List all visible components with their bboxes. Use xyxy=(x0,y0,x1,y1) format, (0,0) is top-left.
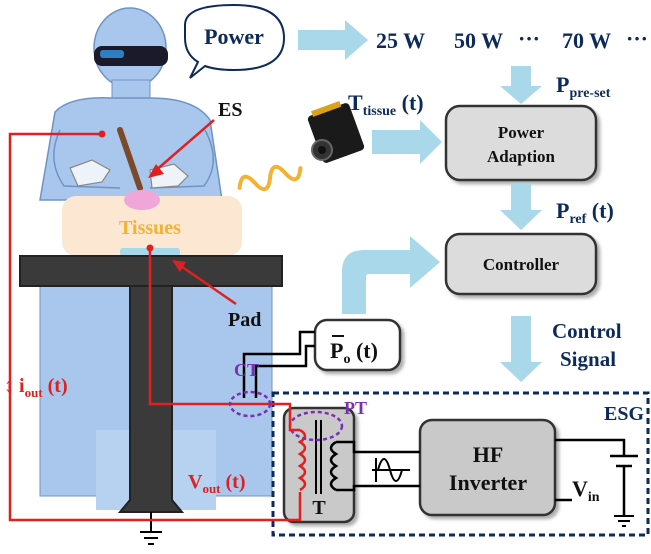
es-node xyxy=(98,130,106,138)
power-level-dots-2: ··· xyxy=(626,26,648,51)
es-instrument xyxy=(117,127,143,191)
hf-inverter-line1: HF xyxy=(473,442,504,467)
ground-symbol-esg xyxy=(614,515,634,527)
power-arrow xyxy=(298,20,368,60)
po-label: Po (t) xyxy=(330,338,378,367)
pad-node xyxy=(146,244,154,252)
hf-inverter-line2: Inverter xyxy=(449,470,527,495)
vin-battery xyxy=(555,438,638,516)
ct-marker xyxy=(228,390,272,418)
pt-label: PT xyxy=(344,398,367,418)
primary-coil xyxy=(297,428,307,492)
power-level-dots: ··· xyxy=(518,26,540,51)
power-adaption-line2: Adaption xyxy=(487,147,556,166)
power-level-50w: 50 W xyxy=(454,28,503,53)
iout-label: ↕ iout (t) xyxy=(4,375,68,400)
output-circuit xyxy=(8,132,302,522)
t-tissue-arrow xyxy=(372,120,442,164)
es-label: ES xyxy=(218,99,242,121)
power-level-70w: 70 W xyxy=(562,28,611,53)
ac-waveform-icon xyxy=(372,458,410,482)
controller-label: Controller xyxy=(483,255,560,274)
control-signal-arrow xyxy=(500,316,542,382)
pad-label: Pad xyxy=(228,309,261,331)
preset-arrow xyxy=(500,66,542,104)
pref-arrow xyxy=(500,184,542,230)
hf-inverter-box xyxy=(418,418,557,517)
inverter-wires xyxy=(336,440,420,492)
vout-label: Vout (t) xyxy=(188,471,246,496)
tissues-block xyxy=(62,190,242,256)
power-adaption-box xyxy=(444,104,598,182)
ground-symbol-table xyxy=(140,512,162,545)
power-bubble: Power xyxy=(184,3,286,79)
control-signal-line2: Signal xyxy=(560,347,616,371)
transformer-t-label: T xyxy=(312,497,326,519)
p-preset-label: Ppre-set xyxy=(556,72,611,101)
p-ref-label: Pref (t) xyxy=(556,198,614,227)
feedback-arrow xyxy=(342,236,440,314)
esg-label: ESG xyxy=(604,403,644,425)
power-levels: 25 W 50 W ··· 70 W ··· xyxy=(376,26,648,53)
transformer-box xyxy=(282,406,356,524)
secondary-coil xyxy=(329,440,339,492)
power-adaption-line1: Power xyxy=(498,123,545,142)
ct-label: CT xyxy=(234,360,259,380)
es-pointer xyxy=(153,119,215,173)
control-signal-line1: Control xyxy=(552,319,622,343)
esg-boundary xyxy=(271,391,650,537)
thermal-camera-icon xyxy=(307,100,365,163)
controller-box xyxy=(444,232,598,296)
t-tissue-label: Ttissue (t) xyxy=(348,90,424,119)
heat-wave xyxy=(237,164,303,192)
power-level-25w: 25 W xyxy=(376,28,425,53)
power-bubble-label: Power xyxy=(204,24,264,49)
sense-wire xyxy=(242,330,315,398)
vin-label: Vin xyxy=(572,476,600,505)
tissues-label: Tissues xyxy=(119,217,181,239)
pad-pointer xyxy=(177,262,237,306)
